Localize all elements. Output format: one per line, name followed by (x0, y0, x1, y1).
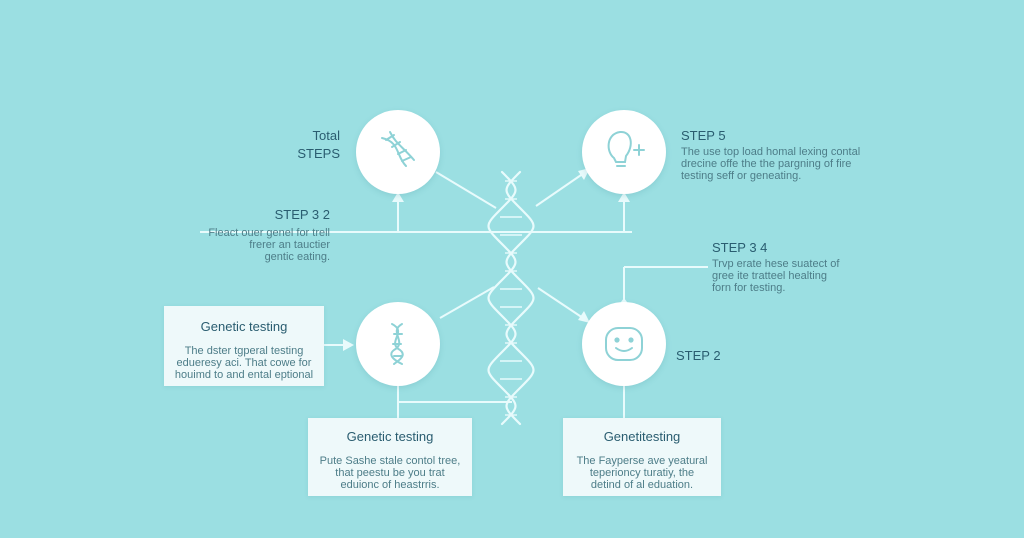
card-center-title: Genetic testing (346, 429, 434, 444)
dna-icon (390, 323, 404, 365)
connector-diag-tl (435, 171, 497, 209)
arrowhead-tr-up (618, 192, 630, 202)
total-label-line1: Total (312, 128, 340, 143)
circle-bottom-left (356, 302, 440, 386)
card-genetic-testing-center: Genetic testing Pute Sashe stale contol … (308, 418, 472, 496)
step-32-desc: Fleact ouer genel for trell frerer an ta… (208, 227, 330, 263)
step-5-title: STEP 5 (681, 128, 726, 143)
lightbulb-icon (607, 131, 645, 167)
arrowhead-card-left (343, 339, 354, 351)
helix-rungs (500, 180, 522, 416)
card-right-title: Genetitesting (603, 429, 681, 444)
step-34-desc: Trvp erate hese suatect of gree ite trat… (712, 258, 840, 294)
card-genetitesting-right: Genetitesting The Fayperse ave yeatural … (563, 418, 721, 496)
card-right-desc: The Fayperse ave yeatural teperioncy tur… (576, 455, 708, 491)
dna-icon (381, 131, 415, 167)
total-label-line2: STEPS (297, 146, 340, 161)
circle-top-left (356, 110, 440, 194)
card-left-title: Genetic testing (200, 319, 288, 334)
step-32-title: STEP 3 2 (274, 207, 330, 222)
card-genetic-testing-left: Genetic testing The dster tgperal testin… (164, 306, 324, 386)
arrowhead-tl-up (392, 192, 404, 202)
connector-diag-br (537, 287, 584, 319)
card-center-desc: Pute Sashe stale contol tree, that peest… (319, 455, 461, 491)
step-2-title: STEP 2 (676, 348, 721, 363)
helix-strand-a (487, 170, 517, 426)
step-5-desc: The use top load homal lexing contal dre… (681, 146, 861, 182)
circle-top-right (582, 110, 666, 194)
smiley-face-icon (605, 327, 643, 361)
step-34-title: STEP 3 4 (712, 240, 768, 255)
total-steps-label: Total STEPS (250, 127, 340, 163)
card-left-desc: The dster tgperal testing edueresy aci. … (174, 345, 314, 381)
connector-diag-bl (439, 286, 495, 319)
arrowhead-diag-br (578, 311, 590, 323)
circle-bottom-right (582, 302, 666, 386)
helix-strand-b (505, 170, 535, 426)
connector-diag-tr (535, 172, 585, 207)
